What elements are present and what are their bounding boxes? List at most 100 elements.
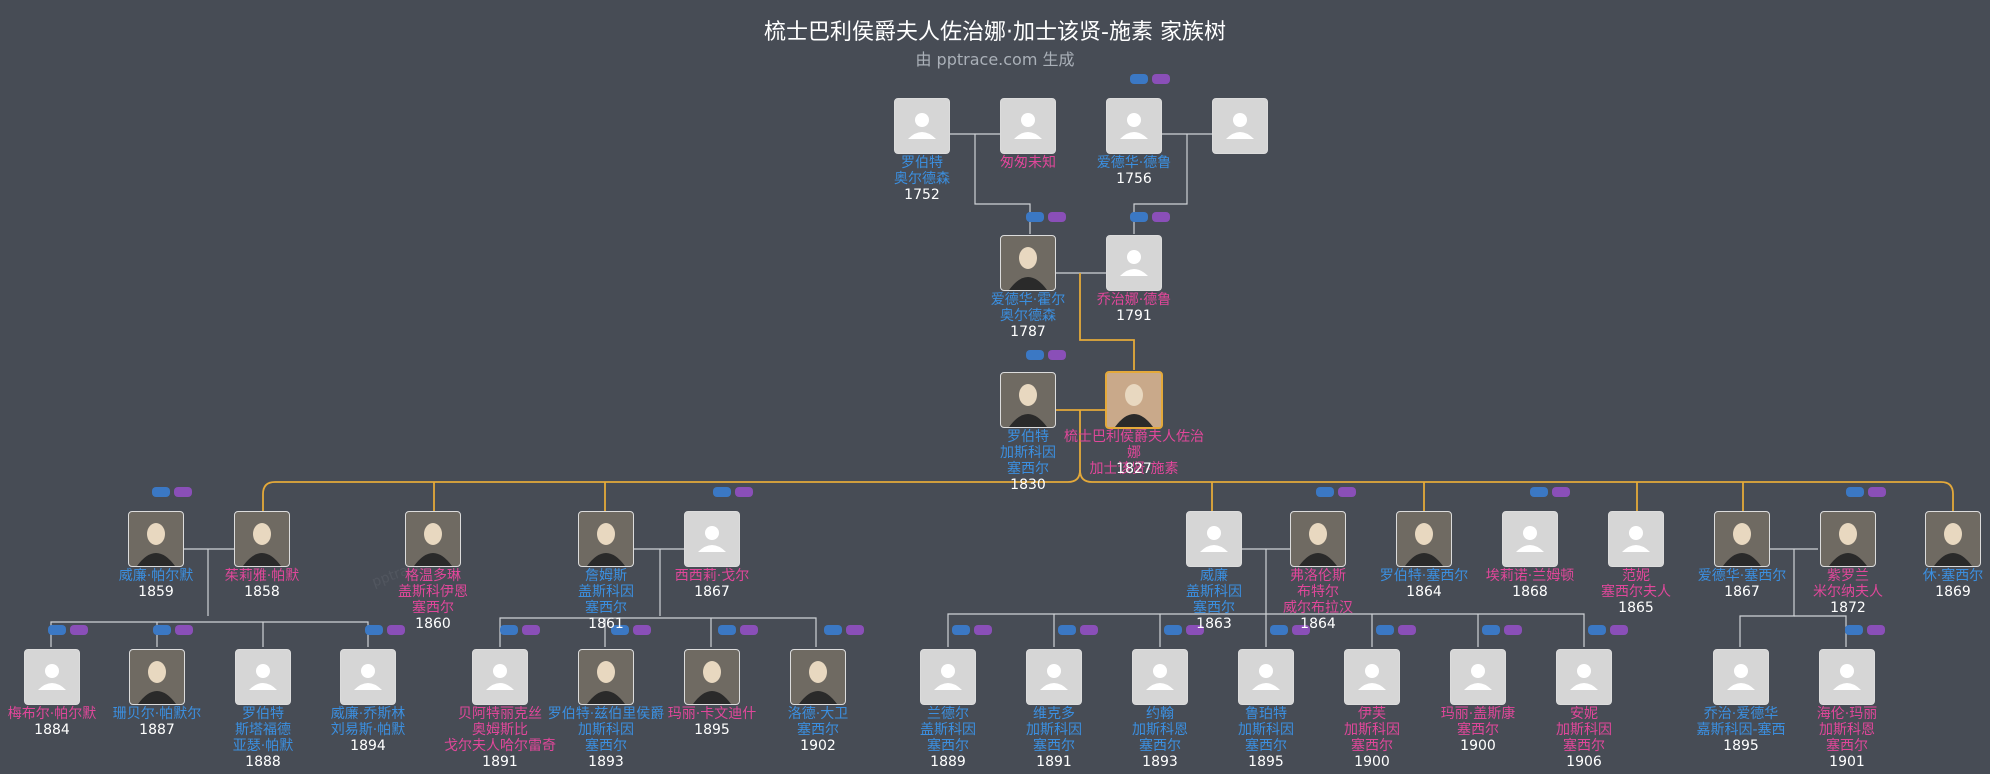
person-placeholder[interactable]	[1450, 649, 1506, 705]
person-photo[interactable]	[234, 511, 290, 567]
expand-badge[interactable]	[1186, 625, 1204, 635]
person-birth-year: 1858	[244, 584, 280, 600]
person-birth-year: 1865	[1618, 600, 1654, 616]
expand-badge[interactable]	[1482, 625, 1500, 635]
expand-badge[interactable]	[1026, 350, 1044, 360]
person-placeholder[interactable]	[472, 649, 528, 705]
expand-badge[interactable]	[1867, 625, 1885, 635]
person-placeholder[interactable]	[1106, 98, 1162, 154]
expand-badge[interactable]	[70, 625, 88, 635]
expand-badge[interactable]	[1552, 487, 1570, 497]
person-placeholder[interactable]	[1713, 649, 1769, 705]
person-birth-year: 1895	[694, 722, 730, 738]
person-placeholder[interactable]	[1819, 649, 1875, 705]
expand-badge[interactable]	[740, 625, 758, 635]
expand-badge[interactable]	[522, 625, 540, 635]
expand-badge[interactable]	[1292, 625, 1310, 635]
expand-badge[interactable]	[48, 625, 66, 635]
person-placeholder[interactable]	[920, 649, 976, 705]
connector-main	[1079, 469, 1954, 512]
expand-badge[interactable]	[175, 625, 193, 635]
expand-badge[interactable]	[1270, 625, 1288, 635]
person-placeholder[interactable]	[24, 649, 80, 705]
person-placeholder[interactable]	[894, 98, 950, 154]
expand-badge[interactable]	[718, 625, 736, 635]
person-placeholder[interactable]	[1186, 511, 1242, 567]
tree-subtitle: 由 pptrace.com 生成	[915, 50, 1075, 69]
person-placeholder[interactable]	[1212, 98, 1268, 154]
person-photo[interactable]	[684, 649, 740, 705]
expand-badge[interactable]	[735, 487, 753, 497]
person-photo[interactable]	[1396, 511, 1452, 567]
person-name: 西西莉·戈尔	[674, 568, 750, 584]
person-name: 梅布尔·帕尔默	[7, 706, 97, 722]
expand-badge[interactable]	[153, 625, 171, 635]
person-placeholder[interactable]	[1608, 511, 1664, 567]
person-placeholder[interactable]	[340, 649, 396, 705]
expand-badge[interactable]	[633, 625, 651, 635]
person-photo[interactable]	[578, 649, 634, 705]
expand-badge[interactable]	[974, 625, 992, 635]
person-birth-year: 1891	[1036, 754, 1072, 770]
expand-badge[interactable]	[1058, 625, 1076, 635]
expand-badge[interactable]	[1080, 625, 1098, 635]
person-placeholder[interactable]	[684, 511, 740, 567]
expand-badge[interactable]	[1130, 74, 1148, 84]
person-placeholder[interactable]	[1344, 649, 1400, 705]
expand-badge[interactable]	[611, 625, 629, 635]
expand-badge[interactable]	[1152, 212, 1170, 222]
person-photo[interactable]	[405, 511, 461, 567]
person-silhouette-icon	[249, 664, 277, 690]
person-name: 休·塞西尔	[1922, 568, 1984, 584]
person-placeholder[interactable]	[1238, 649, 1294, 705]
person-birth-year: 1867	[694, 584, 730, 600]
expand-badge[interactable]	[824, 625, 842, 635]
portrait-photo-icon	[587, 661, 625, 704]
expand-badge[interactable]	[1398, 625, 1416, 635]
expand-badge[interactable]	[1338, 487, 1356, 497]
expand-badge[interactable]	[1610, 625, 1628, 635]
expand-badge[interactable]	[1152, 74, 1170, 84]
person-photo[interactable]	[1000, 372, 1056, 428]
expand-badge[interactable]	[1376, 625, 1394, 635]
person-photo[interactable]	[790, 649, 846, 705]
person-photo[interactable]	[1925, 511, 1981, 567]
expand-badge[interactable]	[1846, 487, 1864, 497]
expand-badge[interactable]	[1048, 212, 1066, 222]
expand-badge[interactable]	[387, 625, 405, 635]
person-name: 匆匆未知	[1000, 155, 1056, 171]
person-placeholder[interactable]	[1026, 649, 1082, 705]
expand-badge[interactable]	[1504, 625, 1522, 635]
expand-badge[interactable]	[174, 487, 192, 497]
person-placeholder[interactable]	[1106, 235, 1162, 291]
person-placeholder[interactable]	[235, 649, 291, 705]
connector-main	[1079, 273, 1135, 370]
expand-badge[interactable]	[1845, 625, 1863, 635]
expand-badge[interactable]	[1868, 487, 1886, 497]
expand-badge[interactable]	[846, 625, 864, 635]
expand-badge[interactable]	[1316, 487, 1334, 497]
expand-badge[interactable]	[952, 625, 970, 635]
expand-badge[interactable]	[1164, 625, 1182, 635]
person-photo[interactable]	[1290, 511, 1346, 567]
expand-badge[interactable]	[500, 625, 518, 635]
person-placeholder[interactable]	[1502, 511, 1558, 567]
person-placeholder[interactable]	[1556, 649, 1612, 705]
expand-badge[interactable]	[1026, 212, 1044, 222]
expand-badge[interactable]	[1588, 625, 1606, 635]
person-photo[interactable]	[1820, 511, 1876, 567]
expand-badge[interactable]	[152, 487, 170, 497]
person-photo[interactable]	[1000, 235, 1056, 291]
expand-badge[interactable]	[1130, 212, 1148, 222]
expand-badge[interactable]	[365, 625, 383, 635]
expand-badge[interactable]	[1048, 350, 1066, 360]
person-placeholder[interactable]	[1132, 649, 1188, 705]
expand-badge[interactable]	[1530, 487, 1548, 497]
expand-badge[interactable]	[713, 487, 731, 497]
person-placeholder[interactable]	[1000, 98, 1056, 154]
person-photo[interactable]	[128, 511, 184, 567]
person-photo[interactable]	[129, 649, 185, 705]
person-photo[interactable]	[1714, 511, 1770, 567]
person-photo[interactable]	[1105, 371, 1163, 429]
person-photo[interactable]	[578, 511, 634, 567]
